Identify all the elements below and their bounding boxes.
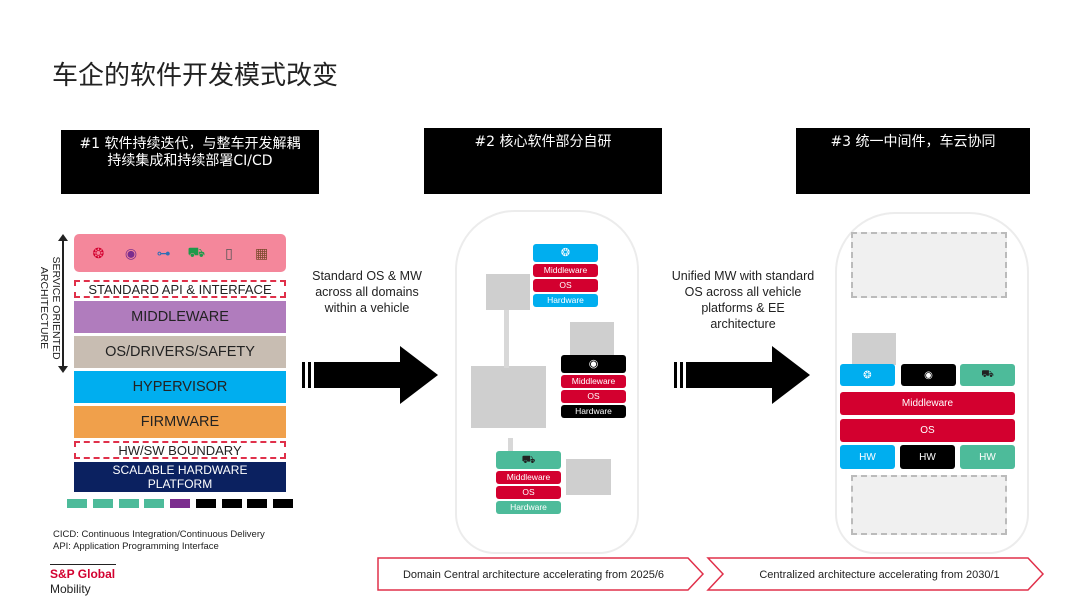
- section-3-heading-line1: #3 统一中间件，车云协同: [830, 134, 996, 150]
- ecu-gray-block: [486, 274, 530, 310]
- ecu-row: [67, 499, 293, 511]
- domain-stack-3: ⛟ Middleware OS Hardware: [496, 451, 561, 516]
- stack-hardware: Hardware: [533, 294, 598, 307]
- ecu-gray-block: [566, 459, 611, 495]
- ecu-block: [92, 499, 113, 508]
- soa-arrow-line: [62, 238, 64, 370]
- ecu-block: [221, 499, 242, 508]
- layer-hw-sw-boundary: HW/SW BOUNDARY: [74, 441, 286, 459]
- arrow-1-icon: [302, 346, 438, 404]
- arrow-2-caption: Unified MW with standard OS across all v…: [671, 269, 815, 331]
- bus-line: [504, 310, 509, 368]
- central-icon-driver-assist: ◉: [901, 364, 956, 386]
- central-icon-brain: ❂: [840, 364, 895, 386]
- soa-label: SERVICE ORIENTED ARCHITECTURE: [38, 256, 62, 360]
- timeline-chevron-1: [377, 557, 705, 591]
- soa-arrow-down-icon: [58, 366, 68, 373]
- powertrain-icon: ⊶: [156, 244, 171, 261]
- zone-bottom: [851, 475, 1007, 535]
- ecu-gray-block: [570, 322, 614, 358]
- layer-scalable-hardware-platform: SCALABLE HARDWARE PLATFORM: [74, 462, 286, 492]
- phone-icon: ▯: [225, 244, 233, 261]
- stack-middleware: Middleware: [533, 264, 598, 277]
- section-1-heading-line2: 持续集成和持续部署CI/CD: [107, 153, 273, 169]
- section-3-heading: #3 统一中间件，车云协同: [796, 128, 1030, 194]
- central-os: OS: [840, 419, 1015, 442]
- domain-stack-2: ◉ Middleware OS Hardware: [561, 355, 626, 420]
- brain-icon: ❂: [533, 244, 598, 262]
- ecu-block: [195, 499, 216, 508]
- logo-brand: S&P Global: [50, 567, 116, 581]
- stack-hardware: Hardware: [561, 405, 626, 418]
- bus-line: [508, 438, 513, 458]
- timeline-label-1: Domain Central architecture accelerating…: [402, 569, 665, 581]
- ecu-block: [247, 499, 268, 508]
- ecu-block: [67, 499, 87, 508]
- timeline-chevron-2: [706, 557, 1045, 591]
- brain-icon: ❂: [92, 244, 105, 261]
- footnote-api: API: Application Programming Interface: [53, 541, 219, 552]
- driver-assist-icon: ◉: [124, 244, 138, 261]
- stack-hardware: Hardware: [496, 501, 561, 514]
- page-title: 车企的软件开发模式改变: [52, 61, 339, 91]
- car-outline-domain: [455, 210, 639, 554]
- layer-standard-api: STANDARD API & INTERFACE: [74, 280, 286, 298]
- brain-icon: ❂: [863, 369, 872, 381]
- arrow-1-caption: Standard OS & MW across all domains with…: [312, 269, 422, 315]
- section-1-heading-line1: #1 软件持续迭代，与整车开发解耦: [79, 136, 301, 152]
- central-hw-1: HW: [840, 445, 895, 469]
- chip-icon: ▦: [254, 244, 269, 261]
- stack-os: OS: [496, 486, 561, 499]
- soa-arrow-up-icon: [58, 234, 68, 241]
- stack-os: OS: [533, 279, 598, 292]
- layer-hypervisor: HYPERVISOR: [74, 371, 286, 403]
- arrow-2-icon: [674, 346, 810, 404]
- central-middleware: Middleware: [840, 392, 1015, 415]
- stack-os: OS: [561, 390, 626, 403]
- domain-stack-1: ❂ Middleware OS Hardware: [533, 244, 598, 309]
- ecu-block: [273, 499, 293, 508]
- ecu-gray-block: [471, 366, 546, 428]
- layer-os-drivers-safety: OS/DRIVERS/SAFETY: [74, 336, 286, 368]
- logo-sub: Mobility: [50, 582, 91, 596]
- layer-middleware: MIDDLEWARE: [74, 301, 286, 333]
- section-2-heading: #2 核心软件部分自研: [424, 128, 662, 194]
- footnote-cicd: CICD: Continuous Integration/Continuous …: [53, 529, 265, 540]
- car-outline-centralized: [835, 212, 1029, 554]
- vehicle-network-icon: ⛟: [496, 451, 561, 469]
- logo-rule: [50, 564, 116, 565]
- zone-top: [851, 232, 1007, 298]
- ecu-block: [170, 499, 190, 508]
- central-icon-vehicle-network: ⛟: [960, 364, 1015, 386]
- central-hw-2: HW: [900, 445, 955, 469]
- timeline-label-2: Centralized architecture accelerating fr…: [759, 569, 1000, 581]
- section-2-heading-line1: #2 核心软件部分自研: [474, 134, 612, 150]
- vehicle-network-icon: ⛟: [981, 368, 994, 380]
- stack-middleware: Middleware: [561, 375, 626, 388]
- ecu-block: [144, 499, 165, 508]
- driver-assist-icon: ◉: [924, 369, 933, 381]
- stack-middleware: Middleware: [496, 471, 561, 484]
- central-hw-3: HW: [960, 445, 1015, 469]
- section-1-heading: #1 软件持续迭代，与整车开发解耦 持续集成和持续部署CI/CD: [61, 130, 319, 194]
- driver-assist-icon: ◉: [561, 355, 626, 373]
- vehicle-network-icon: ⛟: [187, 243, 206, 260]
- ecu-block: [118, 499, 139, 508]
- applications-bar: ❂ ◉ ⊶ ⛟ ▯ ▦: [74, 234, 286, 272]
- ecu-gray-block: [852, 333, 896, 365]
- footnotes: CICD: Continuous Integration/Continuous …: [53, 529, 265, 553]
- layer-firmware: FIRMWARE: [74, 406, 286, 438]
